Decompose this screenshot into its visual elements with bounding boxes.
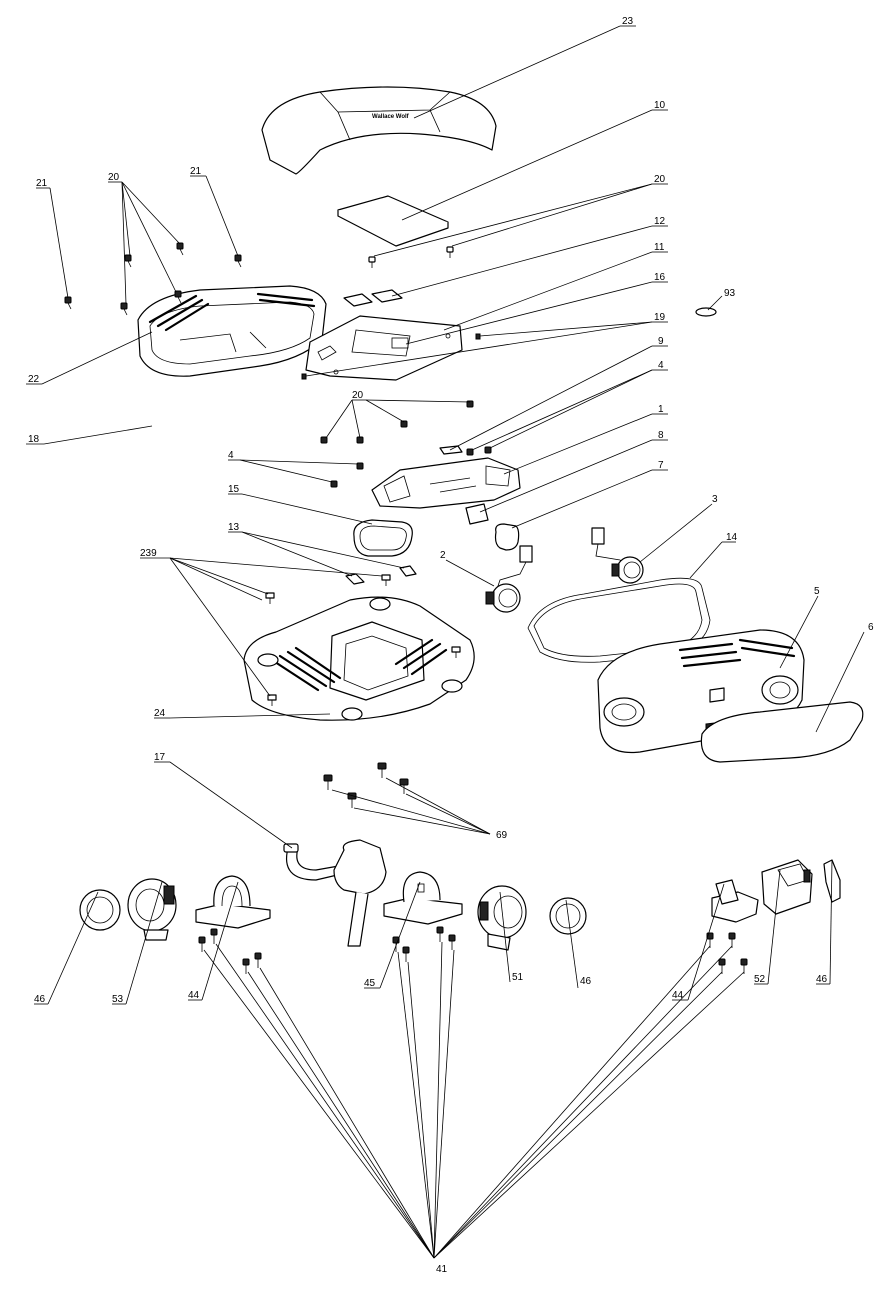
part-12-small-pads [343, 289, 403, 307]
callout-14: 14 [726, 532, 738, 543]
callout-labels: 23 10 20 21 20 21 12 11 16 93 19 22 9 20… [28, 16, 874, 1275]
callout-5: 5 [814, 586, 820, 597]
part-14-seal [527, 577, 711, 663]
part-3-camera [591, 527, 644, 584]
callout-23: 23 [622, 16, 634, 27]
part-24-base [243, 596, 475, 721]
callout-8: 8 [658, 430, 664, 441]
callout-11: 11 [654, 242, 665, 253]
part-46-ring-left [79, 889, 121, 931]
callout-52: 52 [754, 974, 766, 985]
callout-46-left: 46 [34, 994, 46, 1005]
part-13-clips [345, 565, 417, 585]
callout-41: 41 [436, 1264, 448, 1275]
part-23-top-cover: Wallace Wolf [261, 86, 497, 175]
screws-20-21-left [64, 242, 454, 316]
callout-20-left: 20 [108, 172, 120, 183]
callout-19: 19 [654, 312, 666, 323]
part-15-gasket [353, 519, 413, 557]
callout-10: 10 [654, 100, 666, 111]
part-6-lens [700, 701, 864, 763]
part-51-module [477, 885, 527, 951]
callout-46-middle: 46 [580, 976, 592, 987]
callout-69: 69 [496, 830, 508, 841]
screws-19 [301, 333, 481, 380]
callout-45: 45 [364, 978, 376, 989]
callout-46-right: 46 [816, 974, 828, 985]
callout-20-right: 20 [654, 174, 666, 185]
part-93-sticker [695, 307, 717, 317]
part-53-module [127, 878, 177, 941]
callout-1: 1 [658, 404, 664, 415]
callout-6: 6 [868, 622, 874, 633]
callout-21-right: 21 [190, 166, 202, 177]
callout-24: 24 [154, 708, 166, 719]
svg-text:Wallace Wolf: Wallace Wolf [372, 114, 410, 120]
part-2-camera [485, 545, 533, 613]
part-8-block [465, 503, 489, 525]
part-45-bracket-middle [383, 871, 463, 925]
callout-4-left: 4 [228, 450, 234, 461]
part-44-bracket-left [195, 875, 271, 929]
callout-18: 18 [28, 434, 40, 445]
part-10-pad [337, 195, 449, 247]
callout-15: 15 [228, 484, 240, 495]
part-52-module [761, 859, 813, 915]
callout-51: 51 [512, 972, 524, 983]
screws-41 [198, 926, 748, 974]
screws-239 [265, 574, 461, 706]
callout-13: 13 [228, 522, 240, 533]
callout-9: 9 [658, 336, 664, 347]
callout-44-right: 44 [672, 990, 684, 1001]
part-7-cable [494, 523, 520, 551]
callout-93: 93 [724, 288, 736, 299]
callout-3: 3 [712, 494, 718, 505]
screws-69 [323, 762, 409, 808]
callout-7: 7 [658, 460, 664, 471]
callout-22: 22 [28, 374, 40, 385]
callout-20-middle: 20 [352, 390, 364, 401]
callout-44-left: 44 [188, 990, 200, 1001]
callout-53: 53 [112, 994, 124, 1005]
part-1-bracket [371, 445, 521, 509]
part-17-cable [283, 839, 387, 947]
part-22-rear-housing [137, 285, 327, 377]
callout-2: 2 [440, 550, 446, 561]
callout-12: 12 [654, 216, 666, 227]
part-11-plate [305, 315, 463, 381]
leader-lines [26, 25, 865, 1259]
callout-21-left: 21 [36, 178, 48, 189]
callout-16: 16 [654, 272, 666, 283]
callout-239: 239 [140, 548, 157, 559]
callout-4-right: 4 [658, 360, 664, 371]
callout-17: 17 [154, 752, 166, 763]
